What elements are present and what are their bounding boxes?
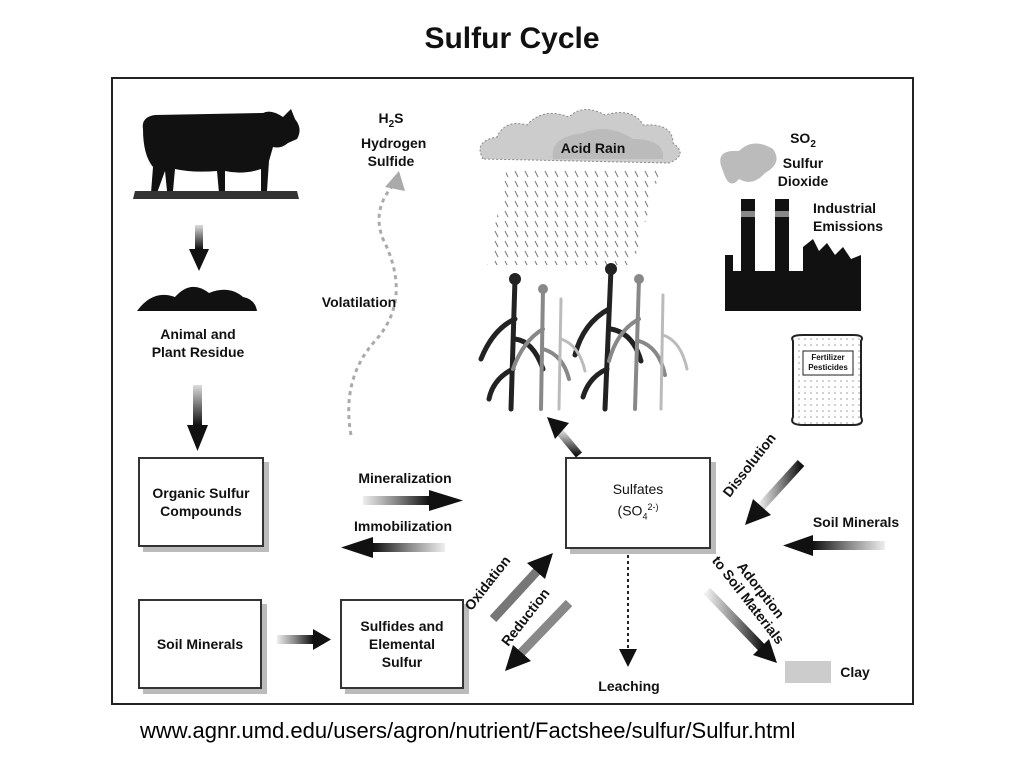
volatilation-label: Volatilation [321, 294, 397, 310]
volatilation-path [347, 181, 398, 436]
so2-label: SO2 Sulfur Dioxide [777, 130, 829, 189]
corn-crop-icon [478, 263, 689, 412]
diagram-frame: H2S Hydrogen Sulfide Acid Rain SO2 Sulfu… [111, 77, 914, 705]
industrial-factory-icon [720, 143, 861, 311]
soil-minerals-box: Soil Minerals [138, 599, 262, 689]
mineralization-label: Mineralization [358, 470, 452, 486]
clay-swatch [785, 661, 831, 683]
source-url: www.agnr.umd.edu/users/agron/nutrient/Fa… [140, 718, 796, 743]
residue-mound-icon [137, 286, 257, 311]
soil-minerals-right-label: Soil Minerals [812, 514, 900, 530]
acid-rain-label: Acid Rain [560, 140, 626, 156]
page-title: Sulfur Cycle [424, 22, 600, 55]
h2s-label: H2S Hydrogen Sulfide [361, 110, 427, 169]
cow-icon [133, 109, 300, 199]
fertilizer-bag-icon [791, 334, 863, 426]
acid-rain-cloud-icon [479, 109, 681, 265]
immobilization-label: Immobilization [354, 518, 452, 534]
arrow-cow-to-residue [195, 225, 203, 249]
clay-label: Clay [840, 664, 870, 680]
diagram-artwork [133, 109, 885, 683]
leaching-label: Leaching [598, 678, 660, 694]
sulfates-box: Sulfates (SO42-) [565, 457, 711, 549]
rain-icon [487, 167, 661, 265]
